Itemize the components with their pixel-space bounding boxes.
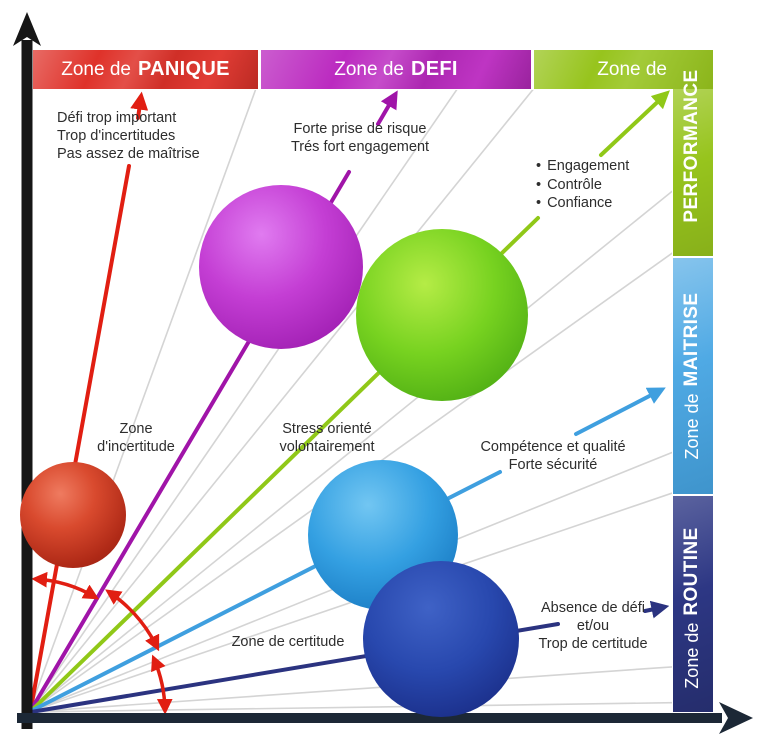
banner-panique-prefix: Zone de [61,58,131,80]
note-panique: Défi trop important Trop d'incertitudes … [57,110,200,162]
strip-zone-maitrise [673,258,713,494]
panique-arrow [29,91,149,710]
banner-zone-performance: Zone de [534,50,713,89]
banner-zone-defi: Zone de DEFI [261,50,531,89]
note-zone-certitude: Zone de certitude [231,634,345,650]
bullet-icon: • [536,195,542,211]
bullet-icon: • [536,176,542,193]
angle-arc-panique [31,571,100,600]
x-axis-arrowhead [719,702,753,734]
note-competence-qualite: Compétence et qualité Forte sécurité [480,439,626,473]
label-maitrise-vertical: Zone de MAITRISE [681,292,702,460]
note-performance-bullets: •Engagement •Contrôle •Confiance [536,158,630,211]
bullet-icon: • [536,158,542,174]
banner-zone-panique: Zone de PANIQUE [33,50,258,89]
angle-arc-middle [105,589,160,652]
label-performance-vertical: PERFORMANCE [681,69,702,223]
banner-defi-prefix: Zone de [334,58,404,80]
banner-performance-prefix: Zone de [597,58,667,80]
note-absence-defi: Absence de défi et/ou Trop de certitude [538,600,648,652]
strip-zone-routine [673,496,713,712]
sphere-routine-navy [363,561,519,717]
strip-zone-performance [673,89,713,256]
note-zone-incertitude: Zone d'incertitude [97,421,175,455]
label-routine-vertical: Zone de ROUTINE [681,527,702,689]
angle-arc-routine [151,654,173,715]
banner-defi-name: DEFI [410,58,458,80]
sphere-defi-magenta [199,185,363,349]
sphere-performance-green [356,229,528,401]
note-stress-oriente: Stress orienté volontairement [279,421,375,455]
y-axis-arrowhead [13,12,41,46]
sphere-panique-red [20,462,126,568]
note-defi: Forte prise de risque Trés fort engageme… [290,121,430,155]
banner-panique-name: PANIQUE [137,58,230,80]
